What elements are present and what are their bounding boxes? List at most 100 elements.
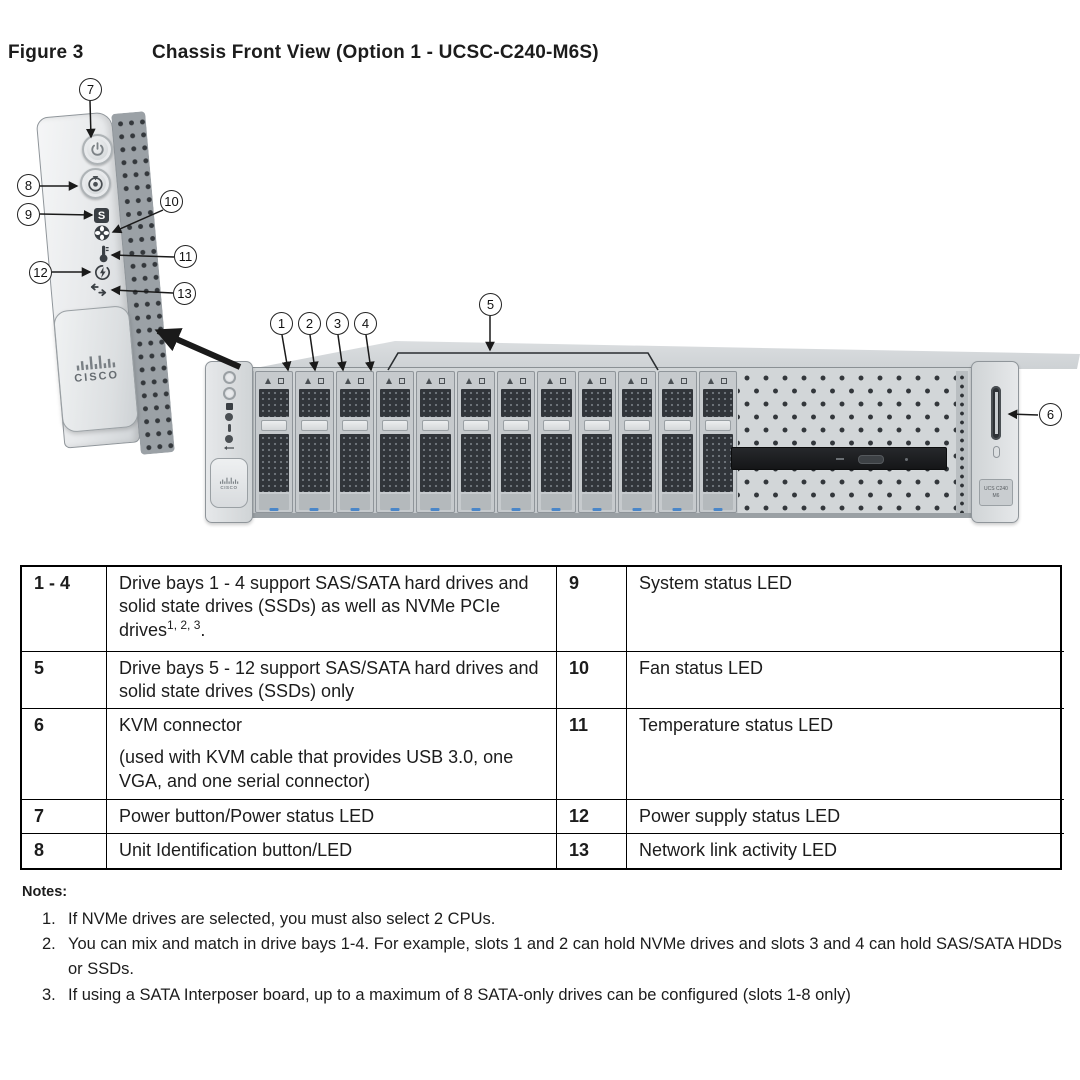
drive-bay-perforation [420,389,451,417]
system-status-led-small [225,403,233,410]
drive-fault-icon [425,377,432,384]
notes-heading: Notes: [22,884,68,900]
callout-7: 7 [79,78,102,101]
callout-11: 11 [174,245,197,268]
drive-bay [375,371,415,513]
network-activity-led-small [224,446,234,450]
power-icon [91,142,104,156]
drive-bay [658,371,697,513]
drive-bay-label [379,494,411,510]
drive-fault-icon [345,377,352,384]
note-text: If using a SATA Interposer board, up to … [68,985,851,1004]
drive-bay-label [259,494,290,510]
drive-activity-icon [479,377,486,384]
drive-bay-perforation [500,389,532,417]
drive-fault-icon [264,377,271,384]
note-number: 3. [42,985,56,1004]
drive-bay-perforation [299,434,330,492]
drive-bay-leds [256,372,292,389]
legend-desc: System status LED [627,567,1064,652]
drive-bay [255,371,294,513]
drive-bay-perforation [379,389,411,417]
drive-activity-icon [640,377,647,384]
cisco-logo-bars-small [219,477,239,484]
temperature-status-led-icon [97,244,110,263]
drive-bay-perforation [460,434,491,492]
legend-desc: Power supply status LED [627,800,1064,834]
drive-fault-icon [466,377,473,384]
asset-tag-small: CISCO [210,458,248,508]
perforated-strip-right [956,371,968,513]
drive-bay-label [339,494,370,510]
drive-bay-latch [543,420,570,431]
unit-identification-icon [88,175,103,192]
drive-bay-label [541,494,572,510]
left-bezel-icon-column [206,371,252,450]
drive-bay-perforation [500,434,532,492]
drive-bay [698,371,737,513]
note-item: 1. If NVMe drives are selected, you must… [22,907,1068,932]
asset-tag-pull-handle: CISCO [52,304,140,434]
unit-identification-button [80,168,111,199]
drive-activity-icon [519,377,526,384]
callout-12: 12 [29,261,52,284]
drive-bay-label [500,494,532,510]
legend-desc-text: KVM connector [119,715,243,735]
drive-bay-leds [700,372,736,389]
legend-key: 9 [557,567,627,652]
drive-activity-icon [559,377,566,384]
legend-key: 12 [557,800,627,834]
drive-bay-latch [583,420,610,431]
drive-bay-latch [341,420,368,431]
drive-bay-latch [704,420,731,431]
drive-bay-perforation [621,434,653,492]
kvm-connector-screw [993,446,1000,458]
drive-bay-perforation [339,389,370,417]
drive-bay-perforation [581,434,612,492]
vent-panel [738,371,956,513]
drive-activity-icon [680,377,687,384]
drive-bay-latch [261,420,288,431]
drive-bay-perforation [541,389,572,417]
drive-activity-icon [600,377,607,384]
temperature-status-led-small [227,424,231,432]
note-text: You can mix and match in drive bays 1-4.… [68,935,1062,979]
left-bezel: CISCO [205,361,253,523]
drive-fault-icon [627,377,634,384]
callout-10: 10 [160,190,183,213]
drive-bay-leds [579,372,615,389]
drive-bay-perforation [460,389,491,417]
drive-bay-latch [502,420,530,431]
power-supply-status-led-small [225,435,233,443]
drive-bay-label [621,494,653,510]
legend-desc: KVM connector(used with KVM cable that p… [107,709,557,800]
chassis-top-surface [250,341,1080,369]
callout-9: 9 [17,203,40,226]
drive-fault-icon [304,377,311,384]
drive-bay [496,371,536,513]
drive-fault-icon [546,377,553,384]
optical-drive [731,447,947,470]
drive-bay-latch [664,420,691,431]
callout-4: 4 [354,312,377,335]
drive-activity-icon [277,377,284,384]
callout-6: 6 [1039,403,1062,426]
callout-13: 13 [173,282,196,305]
note-number: 2. [42,935,56,954]
drive-bay-perforation [379,434,411,492]
legend-key: 6 [22,709,107,800]
drive-bay-leds [337,372,373,389]
note-item: 3. If using a SATA Interposer board, up … [22,983,1068,1008]
drive-bay-label [420,494,451,510]
callout-3: 3 [326,312,349,335]
note-item: 2. You can mix and match in drive bays 1… [22,932,1068,982]
legend-desc-end: . [200,619,206,640]
drive-bay [456,371,495,513]
drive-bay-perforation [420,434,451,492]
legend-key: 7 [22,800,107,834]
system-status-led-icon: S [94,208,109,223]
callout-2: 2 [298,312,321,335]
drive-fault-icon [667,377,674,384]
drive-activity-icon [317,377,324,384]
